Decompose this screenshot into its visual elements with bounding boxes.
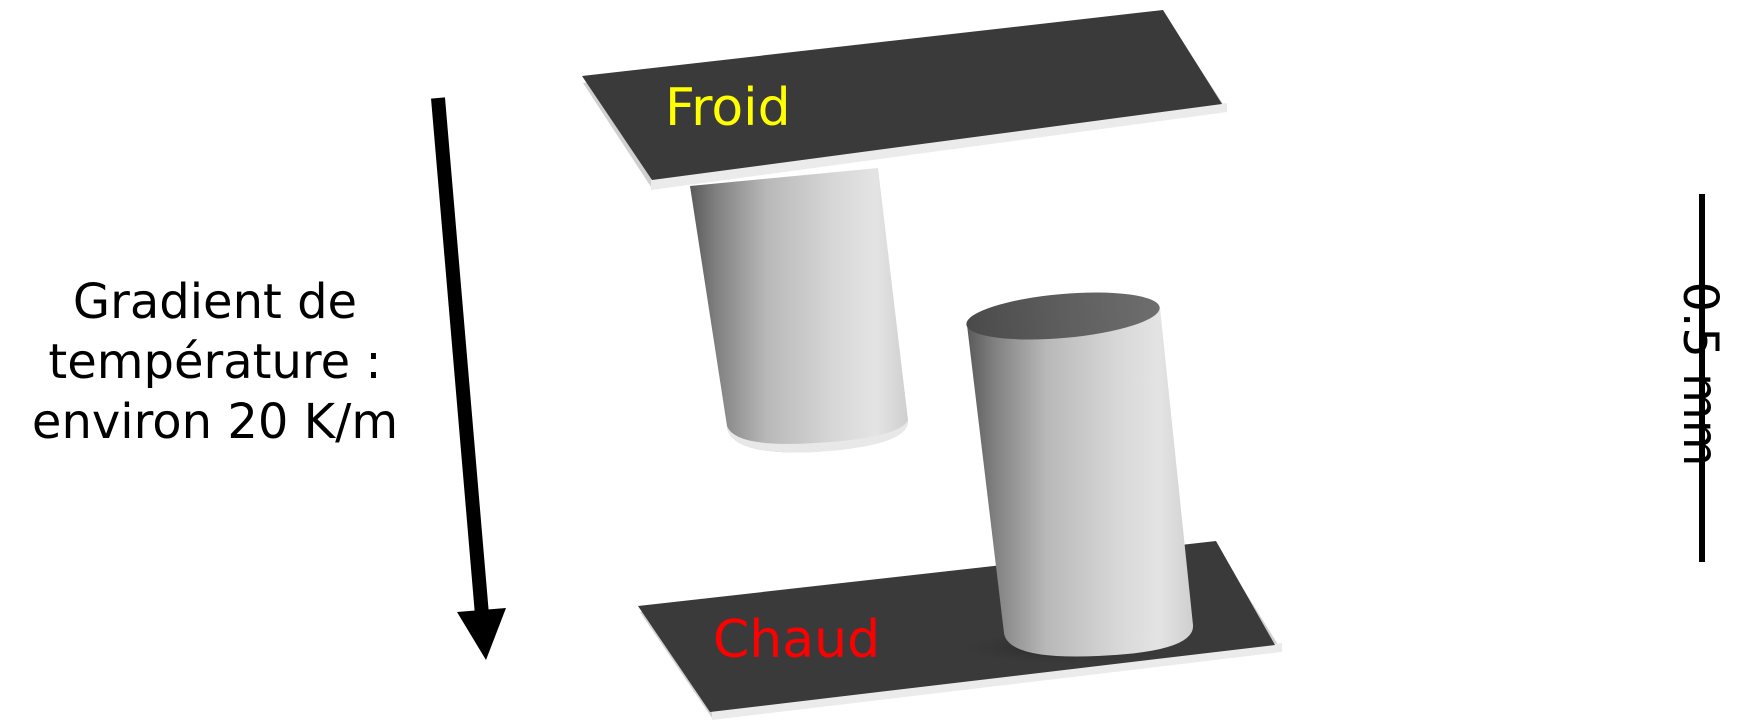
cold-plate-label: Froid: [665, 78, 791, 138]
cold-plate: [582, 10, 1227, 190]
gradient-label-line: Gradient de: [72, 274, 358, 330]
gradient-label-line: environ 20 K/m: [31, 394, 399, 450]
gradient-label-line: température :: [48, 334, 382, 390]
hot-plate-label: Chaud: [713, 610, 881, 670]
temperature-gradient-label: Gradient de température : environ 20 K/m: [0, 272, 430, 452]
left-cylinder: [690, 168, 909, 453]
scale-bar-label: 0.5 mm: [1672, 281, 1728, 467]
right-cylinder: [966, 292, 1194, 657]
temperature-gradient-arrow: [431, 97, 506, 660]
